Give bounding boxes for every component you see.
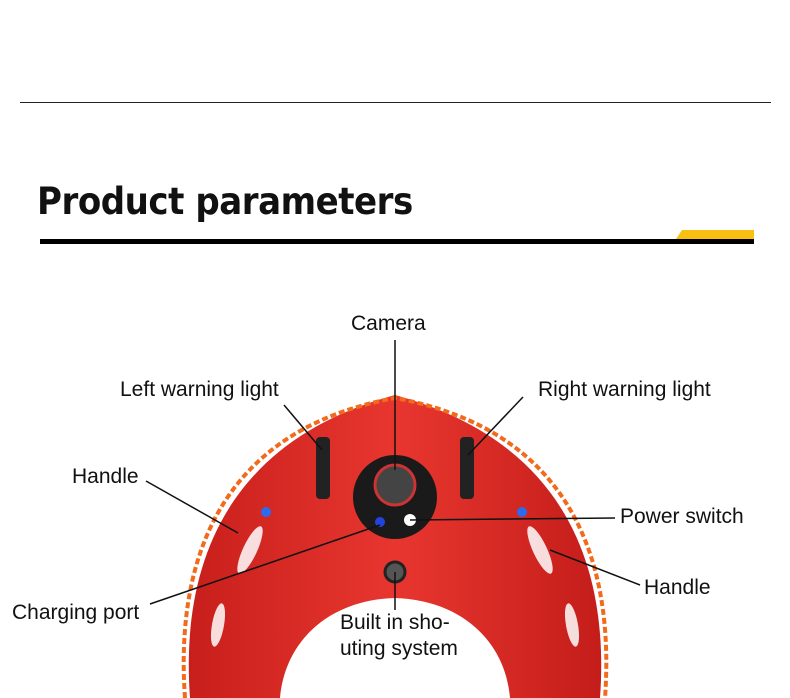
label-shouting-line2: uting system [340, 637, 458, 660]
page-title: Product parameters [37, 180, 413, 223]
leader-lines [145, 340, 641, 610]
camera-icon [373, 463, 417, 507]
label-handle-right: Handle [644, 576, 711, 599]
right-warning-light-icon [460, 437, 474, 499]
label-power-switch: Power switch [620, 505, 744, 528]
charging-port-icon [375, 517, 385, 527]
label-left-warning-light: Left warning light [120, 378, 279, 401]
left-warning-light-icon [316, 437, 330, 499]
title-accent [676, 230, 754, 239]
label-handle-left: Handle [72, 465, 139, 488]
label-charging-port: Charging port [12, 601, 140, 624]
right-indicator [517, 507, 527, 517]
buoy-body [188, 395, 602, 698]
label-camera: Camera [351, 312, 426, 335]
handle-slots [210, 526, 580, 647]
divider-line [20, 102, 771, 103]
label-shouting-line1: Built in sho- [340, 611, 450, 634]
left-indicator [261, 507, 271, 517]
title-underline [40, 239, 754, 244]
label-right-warning-light: Right warning light [538, 378, 711, 401]
